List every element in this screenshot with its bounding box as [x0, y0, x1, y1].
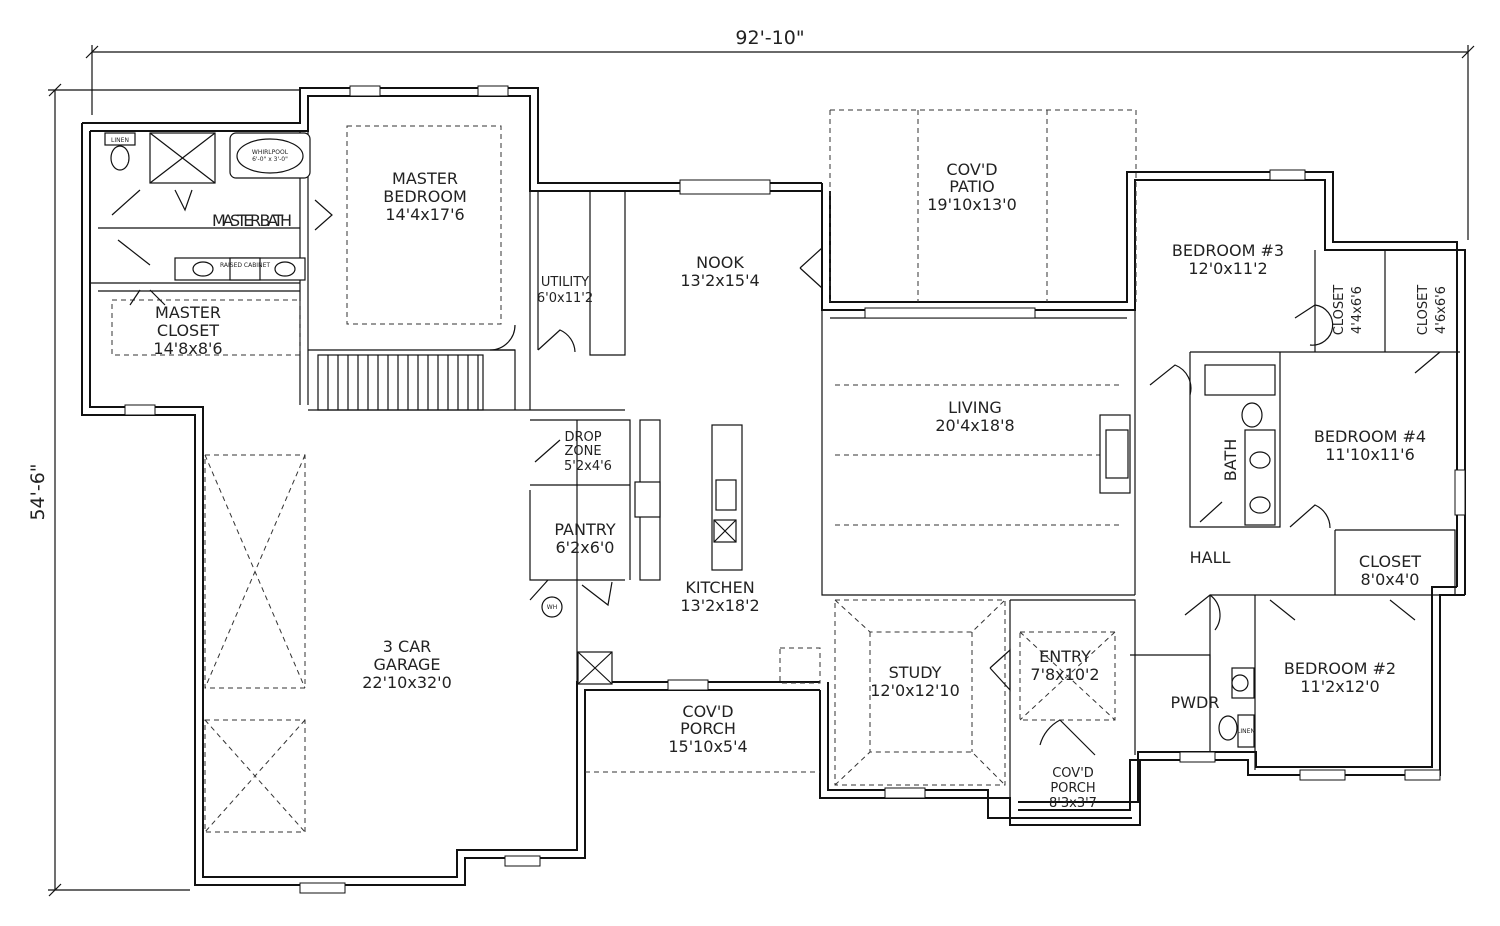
utility-size: 6'0x11'2	[537, 291, 593, 306]
closet-a-name: CLOSET	[1332, 285, 1347, 336]
entry-name: ENTRY	[1039, 647, 1091, 666]
stairs	[317, 354, 484, 411]
patio-name2: PATIO	[949, 177, 994, 196]
master-bedroom-size: 14'4x17'6	[385, 205, 464, 224]
nook-name: NOOK	[696, 253, 744, 272]
garage-size: 22'10x32'0	[362, 673, 452, 692]
drop-zone-name2: ZONE	[564, 444, 601, 459]
closet-b-name: CLOSET	[1416, 285, 1431, 336]
windows	[124, 85, 1466, 894]
master-bedroom-name2: BEDROOM	[383, 187, 467, 206]
pwdr-name: PWDR	[1171, 693, 1220, 712]
master-closet-name2: CLOSET	[157, 321, 219, 340]
bedroom4-size: 11'10x11'6	[1325, 445, 1415, 464]
porch-main-name2: PORCH	[680, 719, 736, 738]
patio-name1: COV'D	[946, 160, 997, 179]
closet-b-size: 4'6x6'6	[1434, 286, 1449, 334]
garage-name2: GARAGE	[374, 655, 441, 674]
porch-entry-name1: COV'D	[1052, 766, 1094, 781]
whirlpool-label: WHIRLPOOL	[252, 149, 289, 156]
closet-c-name: CLOSET	[1359, 552, 1421, 571]
porch-entry-size: 8'3x3'7	[1049, 796, 1097, 811]
room-labels: MASTER BATH MASTER BEDROOM 14'4x17'6 MAS…	[153, 160, 1449, 811]
drop-zone-size: 5'2x4'6	[564, 459, 612, 474]
master-bedroom-name1: MASTER	[392, 169, 458, 188]
living-size: 20'4x18'8	[935, 416, 1014, 435]
bath-name: BATH	[1221, 439, 1240, 481]
porch-main-name1: COV'D	[682, 702, 733, 721]
nook-size: 13'2x15'4	[680, 271, 759, 290]
garage-name1: 3 CAR	[383, 637, 432, 656]
closet-a-size: 4'4x6'6	[1350, 286, 1365, 334]
bedroom3-name: BEDROOM #3	[1172, 241, 1284, 260]
patio-size: 19'10x13'0	[927, 195, 1017, 214]
depth-dimension: 54'-6"	[27, 83, 300, 897]
utility-name: UTILITY	[541, 275, 589, 290]
depth-dimension-label: 54'-6"	[27, 463, 49, 520]
linen-top-label: LINEN	[111, 137, 129, 144]
water-heater-label: WH	[547, 604, 557, 611]
drop-zone-name1: DROP	[564, 430, 601, 445]
bedroom4-name: BEDROOM #4	[1314, 427, 1426, 446]
exterior-walls	[81, 87, 1466, 886]
porch-main-size: 15'10x5'4	[668, 737, 747, 756]
study-name: STUDY	[889, 663, 942, 682]
bedroom3-size: 12'0x11'2	[1188, 259, 1267, 278]
master-bath-label-1: MASTER BATH	[212, 211, 292, 230]
closet-c-size: 8'0x4'0	[1361, 570, 1420, 589]
porch-entry-name2: PORCH	[1050, 781, 1095, 796]
bedroom2-name: BEDROOM #2	[1284, 659, 1396, 678]
dashed-features	[111, 109, 1137, 833]
master-closet-name1: MASTER	[155, 303, 221, 322]
doors	[111, 189, 1441, 756]
whirlpool-size: 6'-0" x 3'-0"	[252, 156, 288, 163]
width-dimension-label: 92'-10"	[735, 27, 804, 49]
linen-small-label: LINEN	[1237, 728, 1255, 735]
fixtures: WHIRLPOOL 6'-0" x 3'-0" LINEN RAISED CAB…	[104, 132, 1276, 748]
study-size: 12'0x12'10	[870, 681, 960, 700]
bedroom2-size: 11'2x12'0	[1300, 677, 1379, 696]
width-dimension: 92'-10"	[85, 27, 1475, 240]
kitchen-size: 13'2x18'2	[680, 596, 759, 615]
raised-cabinet-label: RAISED CABINET	[220, 262, 270, 269]
hall-name: HALL	[1190, 548, 1231, 567]
entry-size: 7'8x10'2	[1030, 665, 1099, 684]
kitchen-name: KITCHEN	[685, 578, 754, 597]
pantry-name: PANTRY	[554, 520, 615, 539]
master-closet-size: 14'8x8'6	[153, 339, 222, 358]
pantry-size: 6'2x6'0	[556, 538, 615, 557]
living-name: LIVING	[948, 398, 1002, 417]
